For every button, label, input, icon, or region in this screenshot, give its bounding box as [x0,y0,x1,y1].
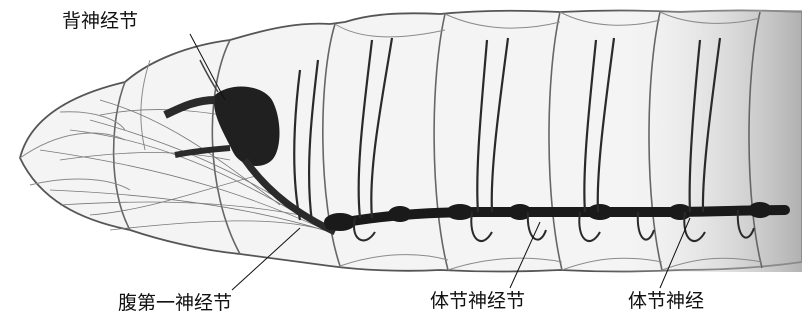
label-first-abdominal-ganglion: 腹第一神经节 [118,294,232,313]
first-abdominal-ganglion [324,213,356,231]
label-segmental-nerve: 体节神经 [628,292,704,311]
label-segmental-ganglion: 体节神经节 [430,292,525,311]
label-dorsal-ganglion: 背神经节 [62,12,138,31]
tail-shading [600,10,802,272]
